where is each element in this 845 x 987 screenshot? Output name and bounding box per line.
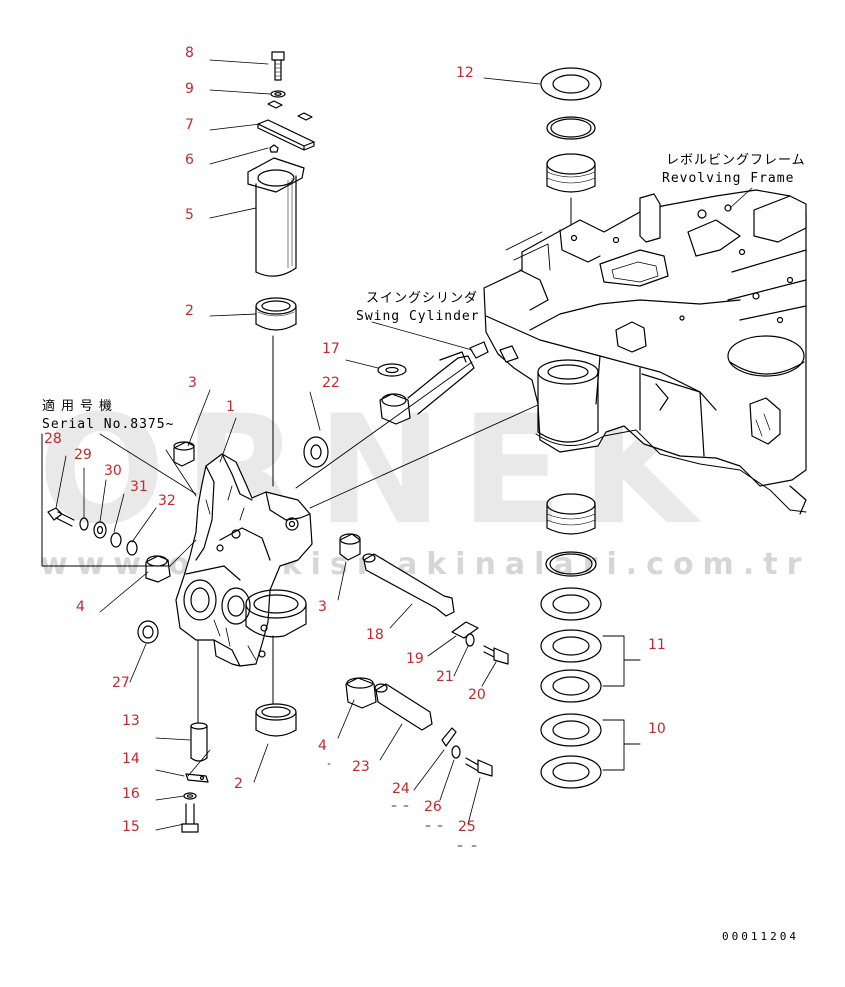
shim-12 (540, 67, 602, 101)
callout-3-upper: 3 (188, 375, 197, 391)
callout-27: 27 (112, 675, 130, 691)
callout-2-lower: 2 (234, 776, 243, 792)
bolt-25 (465, 757, 493, 777)
callout-16: 16 (122, 786, 140, 802)
plate-24 (441, 727, 457, 747)
revolving-frame-label-jp: レボルビングフレーム (666, 153, 806, 168)
callout-9: 9 (185, 81, 194, 97)
callout-4-right: 4 (318, 738, 327, 754)
bushing-4-right (345, 677, 377, 709)
washer-21 (465, 633, 475, 647)
callout-17: 17 (322, 341, 340, 357)
o-ring-upper (546, 116, 596, 140)
callout-1: 1 (226, 399, 235, 415)
tick-marks (327, 763, 477, 847)
leader-lines (55, 59, 753, 831)
bushing-2-upper (255, 297, 297, 331)
swing-cylinder-label-en: Swing Cylinder (356, 309, 480, 324)
swing-bracket-1 (175, 453, 313, 667)
callout-21: 21 (436, 669, 454, 685)
callout-14: 14 (122, 751, 140, 767)
swing-cylinder (379, 341, 489, 425)
bushing-2-lower (255, 703, 297, 737)
bolt-15 (181, 803, 199, 833)
pin-23 (374, 683, 433, 731)
ring-31 (110, 532, 122, 548)
pin-5 (247, 157, 305, 277)
callout-22: 22 (322, 375, 340, 391)
callout-8: 8 (185, 45, 194, 61)
bushing-upper (546, 153, 596, 193)
swing-cylinder-label-jp: スイングシリンダ (366, 291, 479, 306)
callout-30: 30 (104, 463, 122, 479)
bushing-lower (546, 493, 596, 535)
serial-label-jp: 適用号機 (42, 399, 119, 414)
bushing-3-upper (173, 441, 195, 467)
bolt-28 (47, 507, 75, 527)
o-ring-lower (545, 551, 597, 577)
callout-3-right: 3 (318, 599, 327, 615)
callout-7: 7 (185, 117, 194, 133)
washer-30 (93, 521, 107, 539)
shim-27 (137, 620, 159, 644)
bushing-4-left (145, 555, 171, 583)
shim-plain (540, 587, 602, 621)
callout-29: 29 (74, 447, 92, 463)
bolt-8 (271, 51, 285, 81)
bushing-3-right (339, 533, 361, 561)
ring-32 (126, 540, 138, 556)
pin-13 (190, 722, 208, 762)
bolt-20 (483, 645, 509, 665)
callout-25: 25 (458, 819, 476, 835)
washer-16 (183, 792, 197, 800)
plate-19 (451, 621, 479, 639)
callout-11: 11 (648, 637, 666, 653)
washer-26 (451, 745, 461, 759)
callout-32: 32 (158, 493, 176, 509)
callout-28: 28 (44, 431, 62, 447)
grease-fitting-6 (269, 144, 279, 153)
callout-24: 24 (392, 781, 410, 797)
washer-9 (270, 90, 286, 98)
washer-29 (79, 517, 89, 531)
shim-22 (303, 436, 329, 468)
serial-applicability-box (41, 433, 197, 567)
revolving-frame-label-en: Revolving Frame (662, 171, 795, 186)
pin-18 (362, 553, 455, 617)
plate-7 (257, 100, 315, 151)
serial-label-en: Serial No.8375~ (42, 417, 175, 432)
callout-2-upper: 2 (185, 303, 194, 319)
callout-18: 18 (366, 627, 384, 643)
callout-4-left: 4 (76, 599, 85, 615)
callout-19: 19 (406, 651, 424, 667)
drawing-code: 00011204 (722, 930, 799, 943)
callout-12: 12 (456, 65, 474, 81)
callout-20: 20 (468, 687, 486, 703)
shim-10 (540, 713, 602, 789)
callout-6: 6 (185, 152, 194, 168)
washer-17 (377, 363, 407, 377)
callout-13: 13 (122, 713, 140, 729)
revolving-frame (483, 189, 807, 515)
callout-31: 31 (130, 479, 148, 495)
callout-23: 23 (352, 759, 370, 775)
plate-14 (185, 773, 209, 783)
shim-11 (540, 629, 602, 703)
callout-10: 10 (648, 721, 666, 737)
callout-5: 5 (185, 207, 194, 223)
callout-15: 15 (122, 819, 140, 835)
callout-26: 26 (424, 799, 442, 815)
